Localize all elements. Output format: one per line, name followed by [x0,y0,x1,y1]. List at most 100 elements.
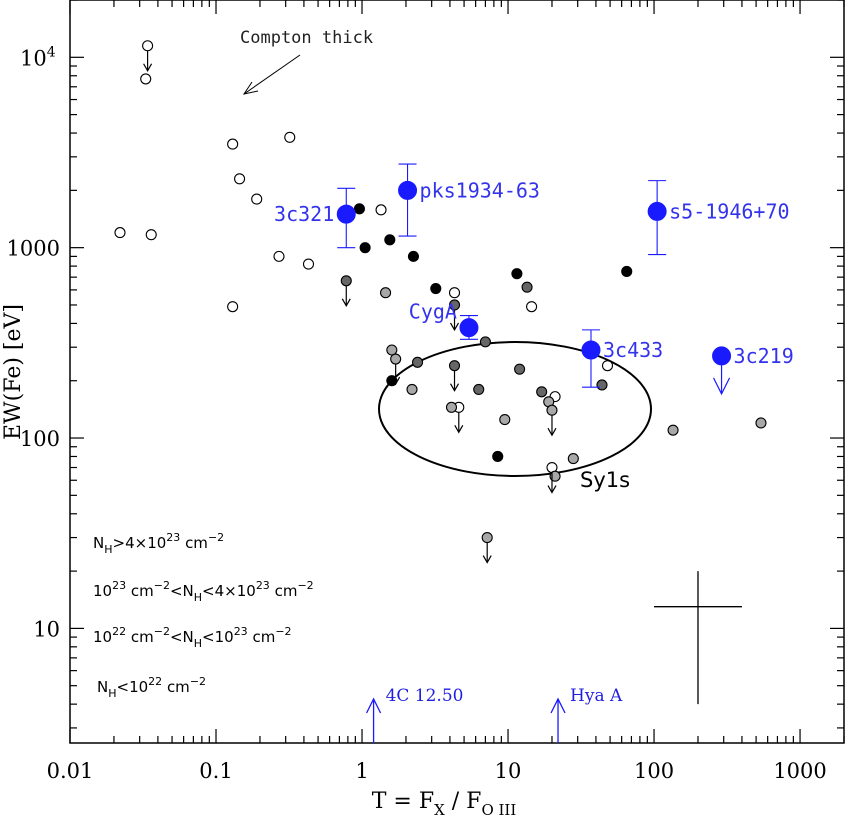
source-label: pks1934-63 [420,178,540,202]
x-tick-label: 1 [355,759,368,783]
source-label: 3c433 [603,338,663,362]
plot-frame [69,0,845,744]
point-nh_gt_4e23 [526,301,538,313]
sy1s-ellipse [378,341,652,477]
point-nh_1e23_4e23 [536,386,548,398]
source-label: 3c219 [734,344,794,368]
upper-limit-arrowhead [449,322,460,332]
legend-item-4: NH<1022 cm−2 [97,675,206,700]
y-tick-labels: 10 100 1000 104 [7,44,60,641]
x-tick-label: 10 [495,759,522,783]
source-marker [581,340,601,360]
point-nh_1e22_1e23 [406,383,418,395]
point-nh_1e23_4e23 [521,281,533,293]
point-nh_gt_4e23 [448,287,461,299]
data-points [114,40,767,564]
x-axis-title-sub2: O III [481,801,516,819]
point-nh_lt_1e22 [407,250,419,262]
point-nh_gt_4e23 [227,138,239,150]
x-tick-label: 100 [634,759,674,783]
upper-limit-arrowhead [143,63,153,72]
legend: NH>4×1023 cm−2 1023 cm−2<NH<4×1023 cm−2 … [93,531,314,700]
source-marker [459,318,479,338]
y-tick-label: 10 [33,617,60,641]
point-nh_1e23_4e23 [340,275,352,287]
lower-limit-arrowhead [550,697,566,714]
axis-ticks [69,0,845,743]
lower-limit-arrowhead [365,697,382,714]
upper-limit-arrowhead [547,427,557,437]
point-nh_1e22_1e23 [481,532,493,544]
y-axis-title: EW(Fe) [eV] [1,304,26,440]
point-nh_lt_1e22 [511,268,523,280]
point-nh_lt_1e22 [359,242,371,254]
point-nh_gt_4e23 [234,173,246,185]
lower-limit-label: 4C 12.50 [386,686,464,706]
upper-limit-arrowhead [482,555,492,564]
upper-limit-arrowhead [341,298,351,307]
point-nh_1e22_1e23 [546,404,558,416]
point-nh_1e23_4e23 [411,356,424,368]
legend-item-3: 1022 cm−2<NH<1023 cm−2 [93,625,292,650]
upper-limit-arrowhead [391,376,401,386]
point-nh_gt_4e23 [114,227,126,239]
x-tick-label: 0.01 [47,759,94,783]
lower-limit-label: Hya A [570,686,623,706]
point-nh_1e22_1e23 [380,287,392,299]
upper-limit-arrowhead [547,485,557,494]
point-nh_1e23_4e23 [514,363,526,375]
point-nh_gt_4e23 [302,258,315,270]
point-nh_gt_4e23 [251,193,263,205]
point-nh_1e22_1e23 [667,424,679,436]
source-label: CygA [409,300,457,324]
point-nh_gt_4e23 [273,250,285,262]
point-nh_1e23_4e23 [448,360,461,372]
point-nh_1e22_1e23 [755,417,767,429]
point-nh_lt_1e22 [353,203,365,215]
source-marker [712,346,732,366]
x-tick-labels: 0.01 0.1 1 10 100 1000 [47,759,827,783]
point-nh_lt_1e22 [621,265,633,278]
point-nh_1e22_1e23 [499,414,511,426]
point-nh_gt_4e23 [140,73,152,85]
y-tick-label: 100 [20,427,60,451]
compton-thick-label: Compton thick [240,28,373,48]
x-tick-label: 0.1 [199,759,232,783]
point-nh_1e22_1e23 [567,453,579,465]
point-nh_lt_1e22 [386,375,398,387]
point-nh_lt_1e22 [430,282,442,295]
upper-limit-arrowhead [449,383,460,392]
point-nh_1e22_1e23 [386,344,398,356]
point-nh_gt_4e23 [227,301,239,313]
x-axis-title-mid: / F [445,789,482,814]
y-tick-label-1e4: 104 [20,44,56,70]
point-nh_1e23_4e23 [473,383,485,395]
source-label: s5-1946+70 [669,199,789,223]
lower-limit-arrows: 4C 12.50 Hya A [365,686,623,743]
point-nh_lt_1e22 [492,450,504,463]
point-nh_1e22_1e23 [390,353,402,365]
point-nh_gt_4e23 [145,229,157,241]
source-label: 3c321 [274,202,334,226]
source-marker [398,180,418,200]
point-nh_gt_4e23 [601,360,614,372]
x-axis-title: T = FX / FO III [372,789,517,819]
y-tick-label: 1000 [7,237,60,261]
upper-limit-arrowhead-blue [713,377,731,396]
legend-item-1: NH>4×1023 cm−2 [93,531,224,556]
error-cross [654,571,742,705]
x-axis-title-main: T = F [372,789,434,814]
point-nh_gt_4e23 [284,131,296,143]
compton-thick-arrow [242,54,301,95]
point-nh_gt_4e23 [375,204,387,216]
point-nh_1e22_1e23 [445,401,458,413]
sy1s-label: Sy1s [580,468,630,492]
point-nh_gt_4e23 [142,40,154,52]
x-axis-title-sub1: X [434,801,445,819]
x-tick-label: 1000 [773,759,826,783]
source-marker [647,201,667,221]
upper-limit-arrowhead [454,425,464,434]
point-nh_lt_1e22 [384,234,396,246]
